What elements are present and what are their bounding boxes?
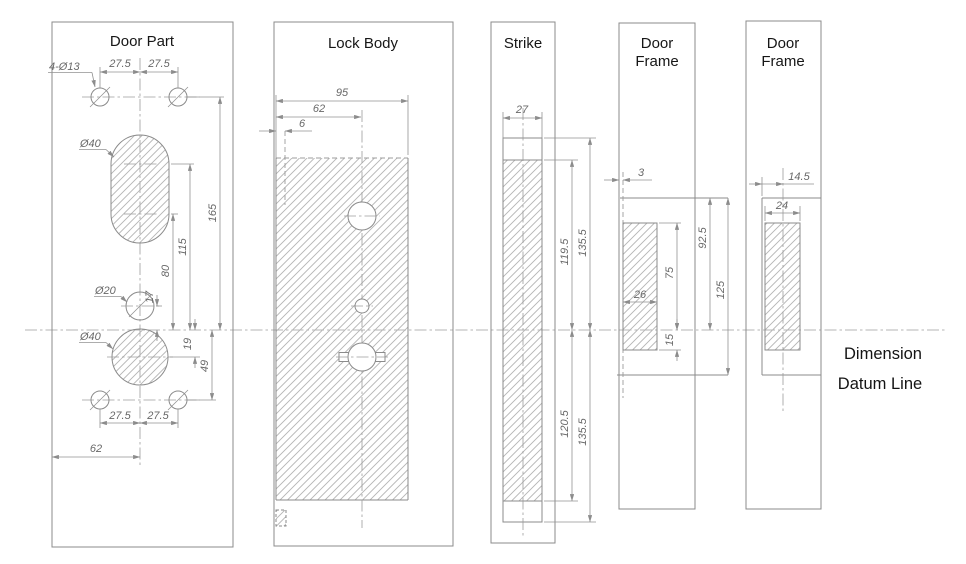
- datum-label-line1: Dimension: [844, 345, 922, 363]
- dim-119-5: 119.5: [559, 238, 571, 266]
- door-frame-front-border: [745, 20, 822, 510]
- dim-135-5-bottom: 135.5: [577, 417, 589, 445]
- dim-120-5: 120.5: [559, 409, 571, 437]
- dim-24: 24: [775, 200, 788, 212]
- door-frame-front-pocket: [764, 222, 801, 351]
- lock-body-dimensions: 95 62 6: [259, 87, 409, 160]
- door-frame-front-dimensions: 14.5 24: [749, 171, 814, 221]
- door-frame-side-panel: Door Frame 3 26 75 15 92.5 125: [604, 22, 731, 510]
- strike-box: [502, 159, 543, 502]
- dim-27-5-top-right: 27.5: [147, 58, 170, 70]
- strike-panel: Strike 27 119.5 135.5 120.5 135.5: [490, 21, 596, 544]
- dim-75: 75: [664, 266, 676, 279]
- door-frame-side-title-2: Frame: [635, 53, 678, 70]
- dim-14-5: 14.5: [788, 171, 810, 183]
- dim-27: 27: [515, 104, 529, 116]
- dim-95: 95: [336, 87, 349, 99]
- datum-label: Dimension Datum Line: [838, 345, 922, 393]
- door-frame-side-title-1: Door: [641, 35, 674, 52]
- lock-body-border: [273, 21, 454, 547]
- dim-17: 17: [144, 290, 156, 303]
- dim-3: 3: [638, 167, 645, 179]
- lock-body-panel: Lock Body 95: [259, 21, 454, 547]
- dim-62-lock: 62: [313, 103, 325, 115]
- door-part-spindle-hole: [121, 291, 159, 321]
- door-part-panel: Door Part 4-Ø13 Ø40: [48, 21, 234, 548]
- door-frame-side-dimensions: 3 26 75 15 92.5 125: [604, 167, 731, 376]
- dim-26: 26: [633, 289, 647, 301]
- dim-19: 19: [182, 338, 194, 350]
- lock-body-shape: [275, 110, 409, 528]
- door-part-title: Door Part: [110, 33, 175, 50]
- spindle-callout: Ø20: [94, 285, 117, 297]
- door-frame-side-pocket: [622, 222, 658, 351]
- dim-62: 62: [90, 443, 102, 455]
- corner-holes-callout: 4-Ø13: [49, 61, 80, 73]
- door-frame-front-title-2: Frame: [761, 53, 804, 70]
- lock-body-keyhole: [336, 342, 388, 372]
- strike-shape: [502, 108, 543, 536]
- dim-115: 115: [177, 237, 189, 255]
- door-part-slot-hole: [110, 134, 170, 244]
- dim-125: 125: [715, 280, 727, 299]
- dim-135-5-top: 135.5: [577, 228, 589, 256]
- slot-callout: Ø40: [79, 138, 102, 150]
- door-part-border: [51, 21, 234, 548]
- strike-dimensions: 27 119.5 135.5 120.5 135.5: [502, 104, 596, 523]
- strike-border: [490, 21, 556, 544]
- door-frame-side-shape: [617, 172, 728, 398]
- lock-body-title: Lock Body: [328, 35, 399, 52]
- cylinder-callout: Ø40: [79, 331, 102, 343]
- door-part-cylinder-hole: [107, 328, 173, 386]
- dim-165: 165: [207, 203, 219, 222]
- dim-15: 15: [664, 333, 676, 346]
- dim-27-5-bottom-left: 27.5: [108, 410, 131, 422]
- door-part-dimensions: 27.5 27.5 27.5 27.5 62 17 80 115: [51, 58, 224, 460]
- datum-label-line2: Datum Line: [838, 375, 922, 393]
- dim-92-5: 92.5: [697, 226, 709, 248]
- strike-title: Strike: [504, 35, 542, 52]
- door-frame-front-panel: Door Frame 14.5 24: [745, 20, 822, 510]
- door-frame-side-border: [618, 22, 696, 510]
- dim-27-5-bottom-right: 27.5: [146, 410, 169, 422]
- door-frame-front-shape: [761, 168, 821, 412]
- door-frame-front-title-1: Door: [767, 35, 800, 52]
- lock-body-notch: [275, 509, 287, 527]
- dim-6: 6: [299, 118, 306, 130]
- door-part-callouts: 4-Ø13 Ø40 Ø20 Ø40: [48, 61, 128, 350]
- dim-49: 49: [199, 360, 211, 372]
- dim-80: 80: [160, 264, 172, 277]
- dim-27-5-top-left: 27.5: [108, 58, 131, 70]
